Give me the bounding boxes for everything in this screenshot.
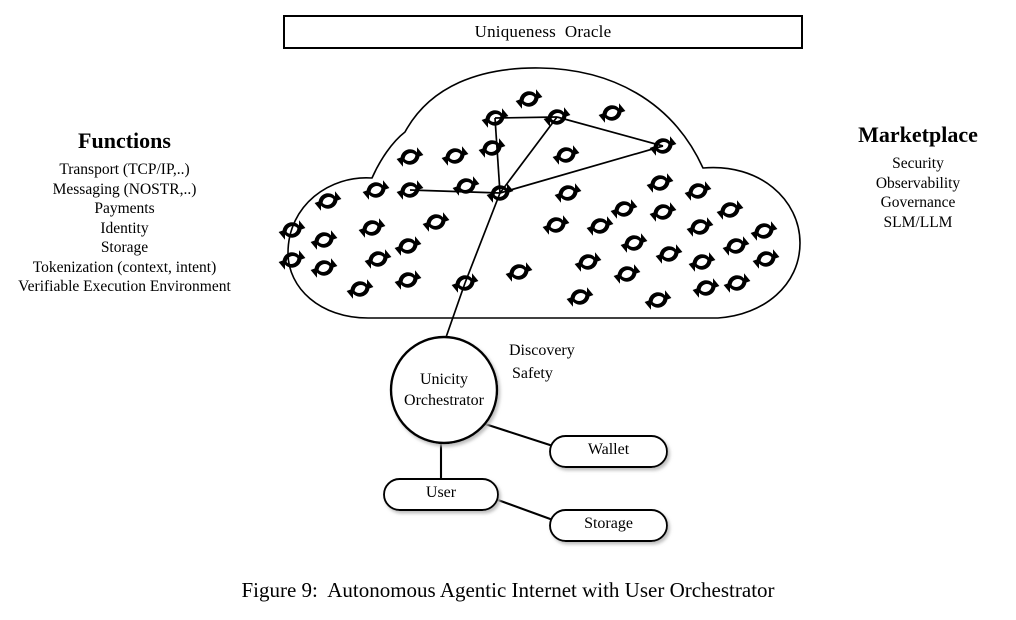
uniqueness-oracle-label: Uniqueness Oracle — [474, 22, 612, 41]
functions-title: Functions — [78, 128, 171, 153]
marketplace-item-slm-llm: SLM/LLM — [883, 213, 953, 231]
node-connectors — [439, 422, 554, 521]
functions-item-identity: Identity — [100, 219, 149, 237]
safety-annotation: Safety — [512, 365, 553, 382]
user-node[interactable] — [383, 478, 499, 511]
connector-orchestrator-wallet — [481, 422, 554, 447]
functions-item-messaging: Messaging (NOSTR,..) — [52, 180, 197, 198]
marketplace-column: Marketplace Security Observability Gover… — [820, 122, 1016, 232]
functions-item-verifiable-execution-environment: Verifiable Execution Environment — [18, 278, 231, 295]
functions-item-storage: Storage — [100, 239, 149, 256]
functions-item-payments: Payments — [94, 200, 155, 217]
marketplace-item-security: Security — [892, 155, 944, 172]
functions-item-tokenization: Tokenization (context, intent) — [32, 258, 217, 276]
unicity-orchestrator-node[interactable] — [389, 335, 499, 445]
connector-user-storage — [497, 499, 554, 521]
marketplace-title: Marketplace — [858, 122, 978, 147]
figure-caption: Figure 9: Autonomous Agentic Internet wi… — [241, 578, 775, 602]
wallet-node[interactable] — [549, 435, 668, 468]
storage-node[interactable] — [549, 509, 668, 542]
functions-column: Functions Transport (TCP/IP,..) Messagin… — [0, 128, 251, 297]
marketplace-item-observability: Observability — [875, 174, 961, 192]
discovery-annotation: Discovery — [509, 342, 575, 359]
marketplace-item-governance: Governance — [880, 194, 956, 211]
uniqueness-oracle-box: Uniqueness Oracle — [283, 15, 803, 49]
agent-network-edges — [409, 116, 664, 344]
cloud-outline — [287, 67, 801, 319]
functions-item-transport: Transport (TCP/IP,..) — [59, 161, 190, 178]
